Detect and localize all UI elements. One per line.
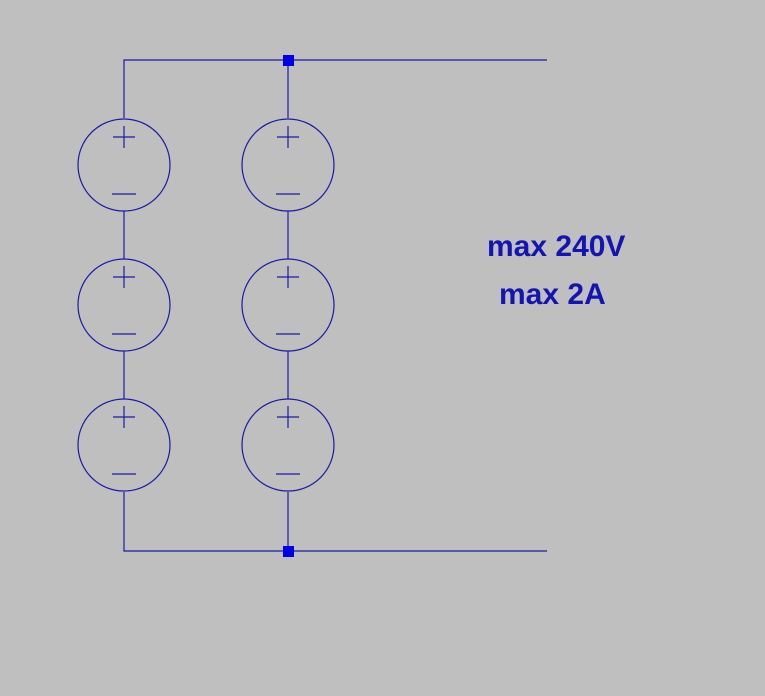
voltage-source-circle <box>77 398 171 492</box>
bottom-bus-wire <box>123 492 547 552</box>
current-limit-label: max 2A <box>499 278 606 311</box>
voltage-source <box>77 398 171 492</box>
voltage-source <box>241 118 335 212</box>
voltage-source <box>241 398 335 492</box>
top-bus-wire <box>123 59 547 118</box>
voltage-source <box>241 258 335 352</box>
junction-dot-bottom <box>283 546 294 557</box>
junction-dot-top <box>283 55 294 66</box>
voltage-source <box>77 118 171 212</box>
voltage-limit-label: max 240V <box>487 230 626 263</box>
voltage-source-circle <box>241 398 335 492</box>
voltage-source <box>77 258 171 352</box>
